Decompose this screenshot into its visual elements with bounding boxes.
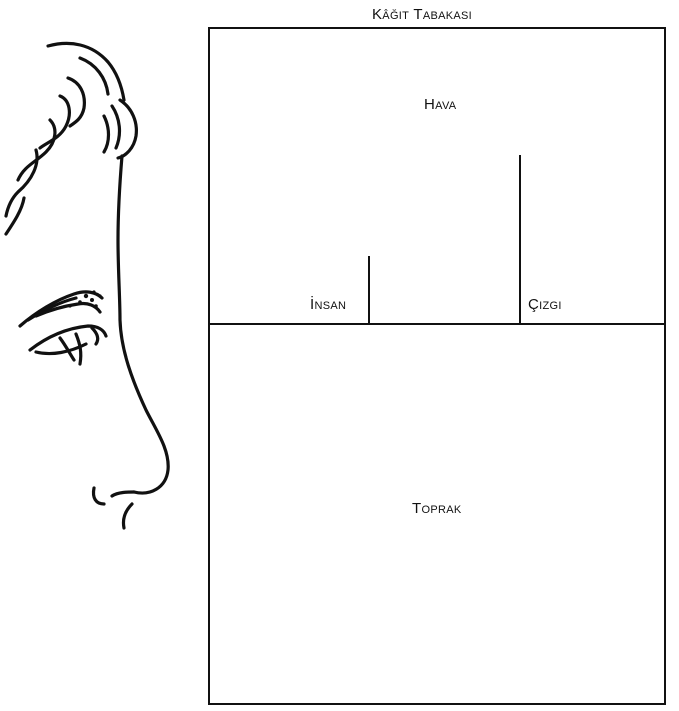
horizon-line: [210, 323, 664, 325]
sheet-title: Kâğıt Tabakası: [372, 7, 472, 22]
human-label: İnsan: [310, 297, 346, 312]
paper-sheet: Hava Toprak İnsan Çizgi: [208, 27, 666, 705]
human-marker-line: [368, 256, 370, 324]
air-region-label: Hava: [424, 97, 456, 112]
face-profile-sketch-icon: [0, 30, 200, 540]
ground-region-label: Toprak: [412, 501, 461, 516]
line-marker: [519, 155, 521, 324]
line-label: Çizgi: [528, 297, 562, 312]
